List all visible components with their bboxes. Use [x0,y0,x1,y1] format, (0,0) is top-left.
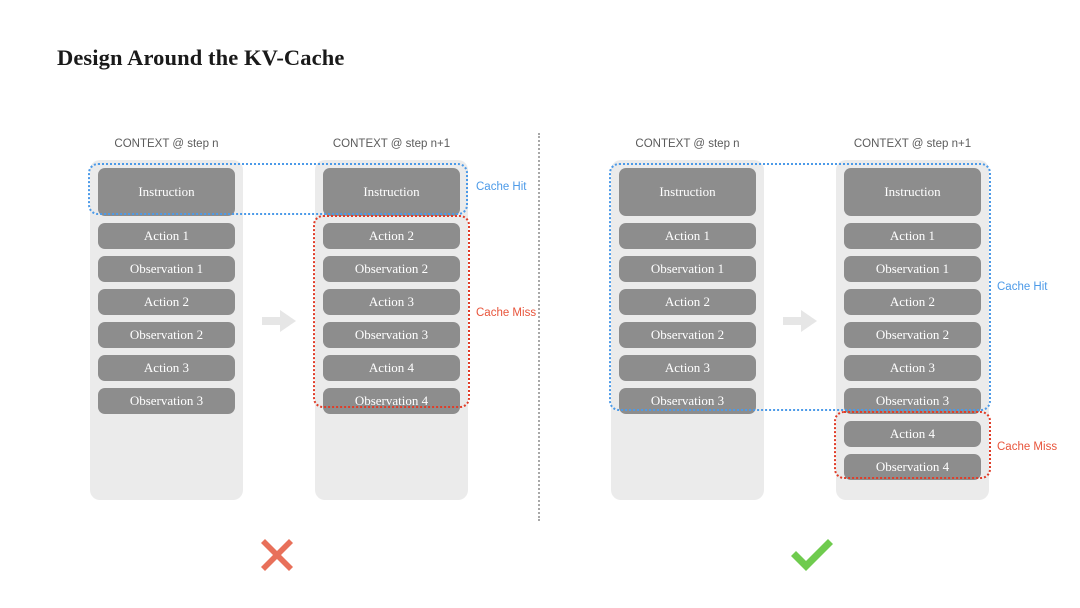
bad-context-step-n1-caption: CONTEXT @ step n+1 [332,138,451,150]
token-block[interactable]: Observation 2 [619,322,756,348]
token-block[interactable]: Observation 4 [844,454,981,480]
token-block[interactable]: Action 2 [98,289,235,315]
token-block[interactable]: Action 4 [323,355,460,381]
arrow-right-icon [262,310,296,332]
token-block[interactable]: Action 1 [98,223,235,249]
token-block[interactable]: Action 2 [323,223,460,249]
bad-context-step-n1-stack: Instruction Action 2 Observation 2 Actio… [315,160,468,500]
bad-cache-hit-legend: Cache Hit [476,181,527,193]
good-cache-hit-legend: Cache Hit [997,281,1048,293]
good-context-step-n1-stack: Instruction Action 1 Observation 1 Actio… [836,160,989,500]
arrow-right-icon [783,310,817,332]
bad-cache-miss-legend: Cache Miss [476,307,537,319]
bad-context-step-n-caption: CONTEXT @ step n [114,138,219,150]
token-block[interactable]: Action 3 [844,355,981,381]
token-block[interactable]: Action 1 [844,223,981,249]
token-block[interactable]: Action 4 [844,421,981,447]
token-block[interactable]: Instruction [323,168,460,216]
bad-context-step-n-stack: Instruction Action 1 Observation 1 Actio… [90,160,243,500]
token-block[interactable]: Instruction [844,168,981,216]
token-block[interactable]: Observation 2 [844,322,981,348]
token-block[interactable]: Instruction [98,168,235,216]
token-block[interactable]: Action 1 [619,223,756,249]
token-block[interactable]: Observation 4 [323,388,460,414]
token-block[interactable]: Observation 2 [98,322,235,348]
token-block[interactable]: Observation 2 [323,256,460,282]
bad-example-panel: CONTEXT @ step n Instruction Action 1 Ob… [0,0,538,608]
page-title: Design Around the KV-Cache [57,45,345,70]
token-block[interactable]: Observation 1 [844,256,981,282]
token-block[interactable]: Action 3 [323,289,460,315]
token-block[interactable]: Observation 1 [98,256,235,282]
section-divider [538,133,540,521]
cross-icon [252,530,302,580]
good-context-step-n1-caption: CONTEXT @ step n+1 [853,138,972,150]
token-block[interactable]: Action 2 [844,289,981,315]
token-block[interactable]: Action 3 [98,355,235,381]
good-cache-miss-legend: Cache Miss [997,441,1058,453]
good-example-panel: CONTEXT @ step n Instruction Action 1 Ob… [538,0,1080,608]
good-context-step-n-caption: CONTEXT @ step n [635,138,740,150]
good-context-step-n-stack: Instruction Action 1 Observation 1 Actio… [611,160,764,500]
token-block[interactable]: Observation 1 [619,256,756,282]
token-block[interactable]: Observation 3 [98,388,235,414]
token-block[interactable]: Action 2 [619,289,756,315]
token-block[interactable]: Observation 3 [323,322,460,348]
token-block[interactable]: Instruction [619,168,756,216]
token-block[interactable]: Action 3 [619,355,756,381]
token-block[interactable]: Observation 3 [844,388,981,414]
check-icon [787,530,837,580]
token-block[interactable]: Observation 3 [619,388,756,414]
